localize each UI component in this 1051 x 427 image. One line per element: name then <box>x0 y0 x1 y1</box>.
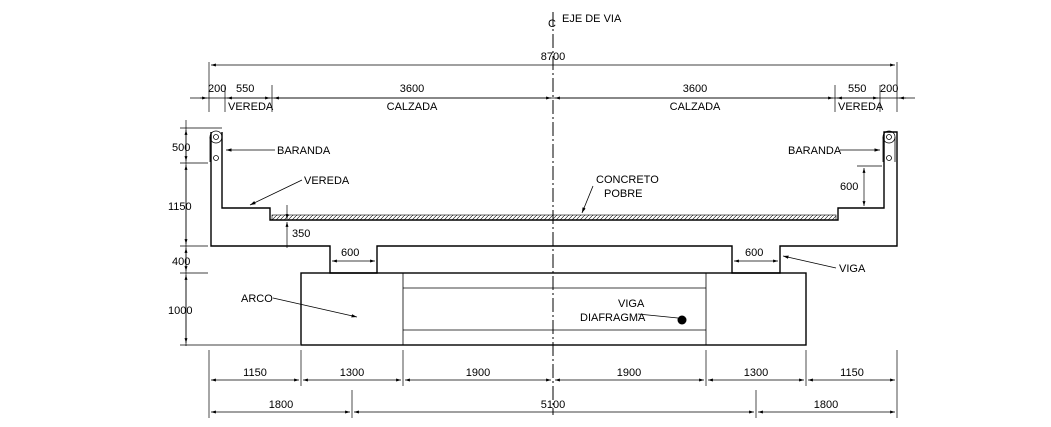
label-vereda-right: VEREDA <box>838 101 884 113</box>
total-width-dimension: 8700 <box>208 51 898 112</box>
dim-1150: 1150 <box>168 201 192 213</box>
bottom-dimensions-row2: 1800 5100 1800 <box>211 390 895 418</box>
railing-left <box>209 130 223 162</box>
dim-bottom-5100: 5100 <box>541 399 565 411</box>
callout-vereda: VEREDA <box>304 175 350 187</box>
callouts: BARANDA BARANDA VEREDA CONCRETO POBRE VI… <box>226 145 880 325</box>
arch-structure <box>300 272 807 346</box>
callout-concreto: CONCRETO <box>596 174 659 186</box>
dim-400: 400 <box>172 256 190 268</box>
concrete-surface-hatch <box>271 214 837 221</box>
left-height-dimensions: 500 1150 400 1000 <box>168 120 300 346</box>
label-calzada-left: CALZADA <box>387 101 438 113</box>
inner-dimensions: 350 600 600 600 <box>285 165 882 263</box>
label-calzada-right: CALZADA <box>670 101 721 113</box>
callout-pobre: POBRE <box>604 188 643 200</box>
dim-left-200: 200 <box>208 83 226 95</box>
dim-right-550: 550 <box>848 83 866 95</box>
callout-baranda-left: BARANDA <box>277 145 331 157</box>
callout-viga: VIGA <box>839 263 866 275</box>
dim-600-right: 600 <box>745 247 763 259</box>
callout-viga-diafragma-1: VIGA <box>618 298 645 310</box>
dim-left-3600: 3600 <box>400 83 424 95</box>
axis-symbol: C <box>548 18 556 30</box>
dim-bottom-1150-left: 1150 <box>243 367 267 379</box>
dim-total: 8700 <box>541 51 565 63</box>
dim-bottom-1300-left: 1300 <box>340 367 364 379</box>
dim-bottom-1800-left: 1800 <box>269 399 293 411</box>
diaphragm-beam-marker <box>677 315 687 325</box>
dim-600-left: 600 <box>341 247 359 259</box>
railing-right <box>882 130 896 162</box>
dim-bottom-1150-right: 1150 <box>840 367 864 379</box>
bottom-dimensions-row1: 1150 1300 1900 1900 1300 1150 <box>208 350 898 418</box>
dim-bottom-1300-right: 1300 <box>744 367 768 379</box>
axis-label: EJE DE VIA <box>562 13 622 25</box>
dim-1000: 1000 <box>168 305 192 317</box>
dim-600-vertical: 600 <box>840 181 858 193</box>
deck-width-dimensions: 200 550 3600 3600 550 200 VEREDA CALZADA… <box>190 83 915 113</box>
dim-bottom-1900-left: 1900 <box>466 367 490 379</box>
dim-right-3600: 3600 <box>683 83 707 95</box>
callout-baranda-right: BARANDA <box>788 145 842 157</box>
callout-viga-diafragma-2: DIAFRAGMA <box>580 312 646 324</box>
dim-right-200: 200 <box>880 83 898 95</box>
dim-350: 350 <box>292 228 310 240</box>
dim-bottom-1800-right: 1800 <box>814 399 838 411</box>
dim-500: 500 <box>172 142 190 154</box>
label-vereda-left: VEREDA <box>228 101 274 113</box>
callout-arco: ARCO <box>241 293 273 305</box>
dim-bottom-1900-right: 1900 <box>617 367 641 379</box>
dim-left-550: 550 <box>236 83 254 95</box>
